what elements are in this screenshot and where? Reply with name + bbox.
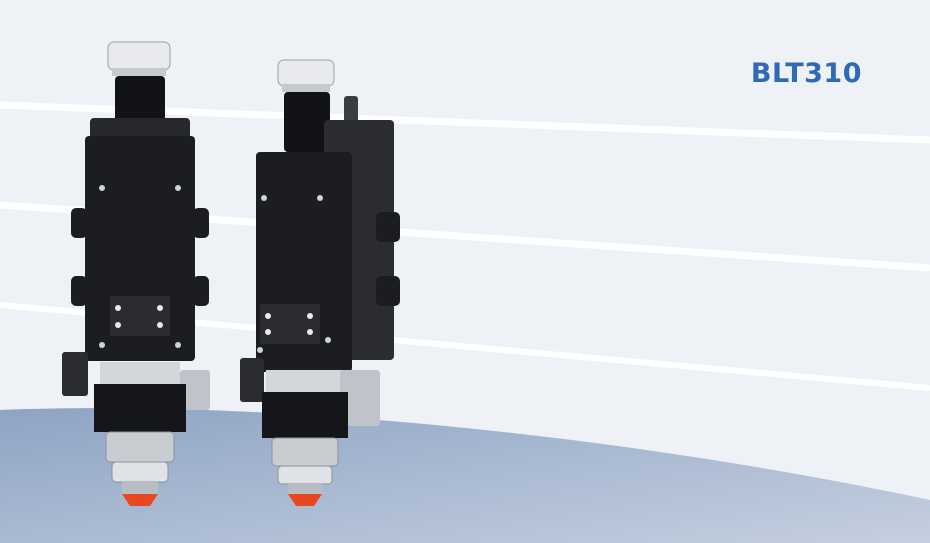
floor-surface — [0, 408, 930, 543]
laser-cutting-head-front-icon — [62, 41, 210, 506]
laser-cutting-head-angled-icon — [240, 59, 400, 506]
product-title: BLT310 — [750, 58, 862, 89]
